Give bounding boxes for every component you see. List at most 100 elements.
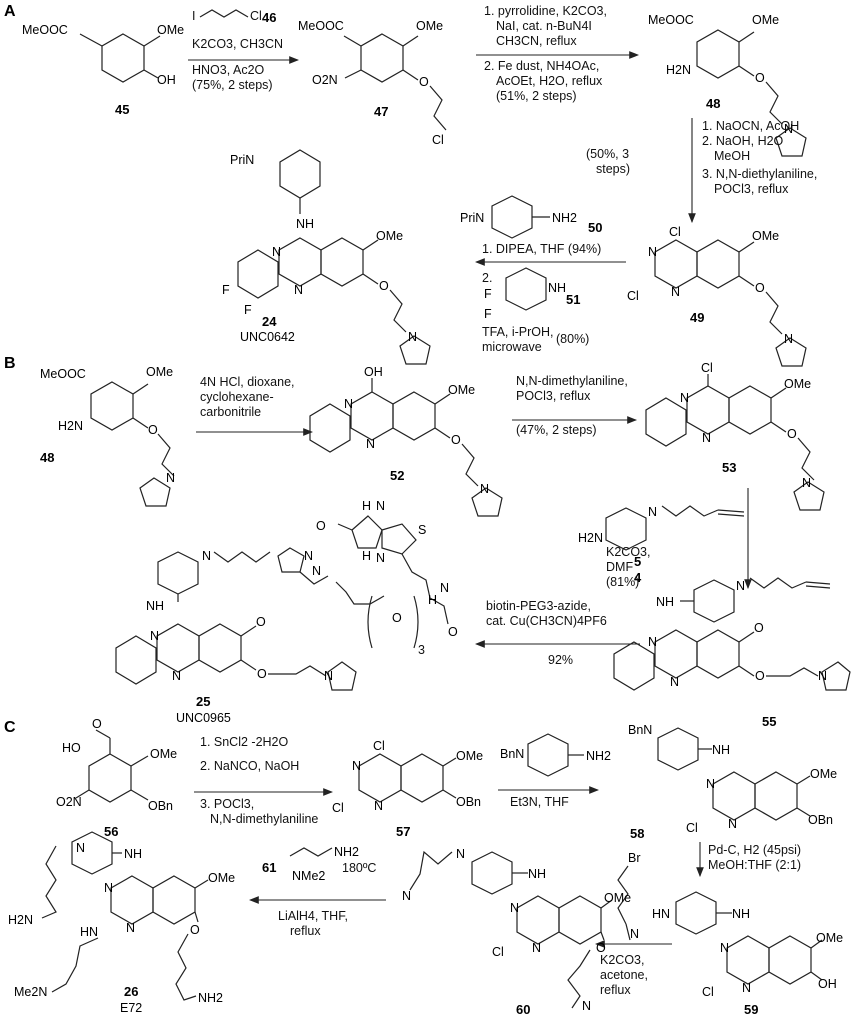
atom-n-49c: N [784,332,793,346]
atom-meooc-48b: MeOOC [40,367,86,381]
compound-label-52: 52 [390,468,404,483]
atom-obn-58: OBn [808,813,833,827]
compound-26-structure: H2N N NH N N HN OMe O NH2 Me2N [8,831,235,1005]
atom-n-nitrile-60a: N [402,889,411,903]
compound-label-25: 25 [196,694,210,709]
reagent-a2-line3: CH3CN, reflux [496,34,577,48]
compound-label-60: 60 [516,1002,530,1017]
compound-52-structure: OH N N OMe O N [309,365,503,517]
atom-o-49: O [755,281,765,295]
reagent-a1-chloro: Cl [250,9,262,23]
compound-label-24: 24 [262,314,277,329]
reagent-c3-line1: Pd-C, H2 (45psi) [708,843,801,857]
atom-o-55a: O [754,621,764,635]
atom-n-25f: N [324,669,333,683]
atom-n-55a: N [736,579,745,593]
reagent-a3-line4: 3. N,N-diethylaniline, [702,167,817,181]
atom-ome-58: OMe [810,767,837,781]
reagent-c4-line1: K2CO3, [600,953,644,967]
atom-n-57a: N [352,759,361,773]
compound-label-56: 56 [104,824,118,839]
atom-o-47: O [419,75,429,89]
compound-45-structure: MeOOC OMe OH [22,23,184,87]
atom-cl-60: Cl [492,945,504,959]
compound-48-structure: MeOOC OMe H2N O N [648,13,807,157]
compound-label-4: 4 [634,570,642,585]
reagent-a2-line2: NaI, cat. n-BuN4I [496,19,592,33]
atom-n-49b: N [671,285,680,299]
compound-60-structure: N N NH N N Cl OMe O N [402,847,631,1013]
reagent-b1-line1: 4N HCl, dioxane, [200,375,295,389]
atom-n-58a: N [706,777,715,791]
atom-o-55b: O [755,669,765,683]
reagent-c1-line2: 2. NaNCO, NaOH [200,759,299,773]
reagent-c2-line1: Et3N, THF [510,795,569,809]
atom-n-48: N [784,122,793,136]
reagent-b2-line2: POCl3, reflux [516,389,591,403]
atom-n-52a: N [344,397,353,411]
atom-nh-58: NH [712,743,730,757]
compound-label-45: 45 [115,102,129,117]
atom-obn-57: OBn [456,795,481,809]
reagent-c5-line2: LiAlH4, THF, [278,909,348,923]
reagent-a3-yield1: (50%, 3 [586,147,629,161]
atom-br-reagent: Br [628,851,641,865]
atom-n-60c: N [532,941,541,955]
atom-cl-49a: Cl [669,225,681,239]
compound-label-5: 5 [634,554,641,569]
compound-label-53: 53 [722,460,736,475]
compound-label-57: 57 [396,824,410,839]
compound-25-structure: O H N H N S O N N N O H N 3 NH N N O O [115,499,458,691]
reagent-a3-yield2: steps) [596,162,630,176]
atom-n-nitrile-60b: N [582,999,591,1013]
atom-obn-56: OBn [148,799,173,813]
reagent-a4-line1: 1. DIPEA, THF (94%) [482,242,601,256]
reagent-a4-line3: TFA, i-PrOH, [482,325,554,339]
atom-n-26a: N [76,841,85,855]
atom-f-24a: F [222,283,230,297]
atom-ome-49: OMe [752,229,779,243]
reagent-c5-line3: reflux [290,924,321,938]
atom-o-60: O [596,941,606,955]
compound-57-structure: Cl Cl N N OMe OBn [332,739,483,815]
compound-label-58: 58 [630,826,644,841]
reagent-a4-line4: microwave [482,340,542,354]
compound-58-structure: BnN NH N N Cl OMe OBn [628,723,837,835]
reagent-a2-line4: 2. Fe dust, NH4OAc, [484,59,599,73]
reagent-a2-yield: (51%, 2 steps) [496,89,577,103]
atom-n-60a: N [456,847,465,861]
atom-o-24: O [379,279,389,293]
atom-n-25a: N [202,549,211,563]
reagent-a4-line2: 2. [482,271,492,285]
atom-n-59b: N [742,981,751,995]
atom-n-24c: N [408,330,417,344]
reagent-51-structure: F F NH [484,267,566,321]
reagent-c1-line1: 1. SnCl2 -2H2O [200,735,289,749]
atom-n-55c: N [670,675,679,689]
reagent-a3-line3: MeOH [714,149,750,163]
reagent-b2-line1: N,N-dimethylaniline, [516,374,628,388]
reagent-a2-line5: AcOEt, H2O, reflux [496,74,603,88]
atom-n-5: N [648,505,657,519]
atom-n-25d: N [150,629,159,643]
peg-repeat-subscript: 3 [418,643,425,657]
atom-ome-48: OMe [752,13,779,27]
atom-n-26b: N [104,881,113,895]
atom-cl-58: Cl [686,821,698,835]
atom-oh-52: OH [364,365,383,379]
atom-f-51a: F [484,287,492,301]
reagent-5-structure: N H2N [578,505,745,551]
atom-o-26: O [190,923,200,937]
reagent-a3-line5: POCl3, reflux [714,182,789,196]
atom-ome-53: OMe [784,377,811,391]
atom-n-24a: N [272,245,281,259]
atom-nh2-61: NH2 [334,845,359,859]
atom-n-53c: N [802,476,811,490]
compound-55-structure: N NH N N O O N [613,577,851,691]
atom-o-48b: O [148,423,158,437]
compound-48b-structure: MeOOC OMe H2N O N [40,365,175,507]
atom-bnn-58: BnN [628,723,652,737]
compound-name-26: E72 [120,1001,142,1015]
atom-n-49a: N [648,245,657,259]
